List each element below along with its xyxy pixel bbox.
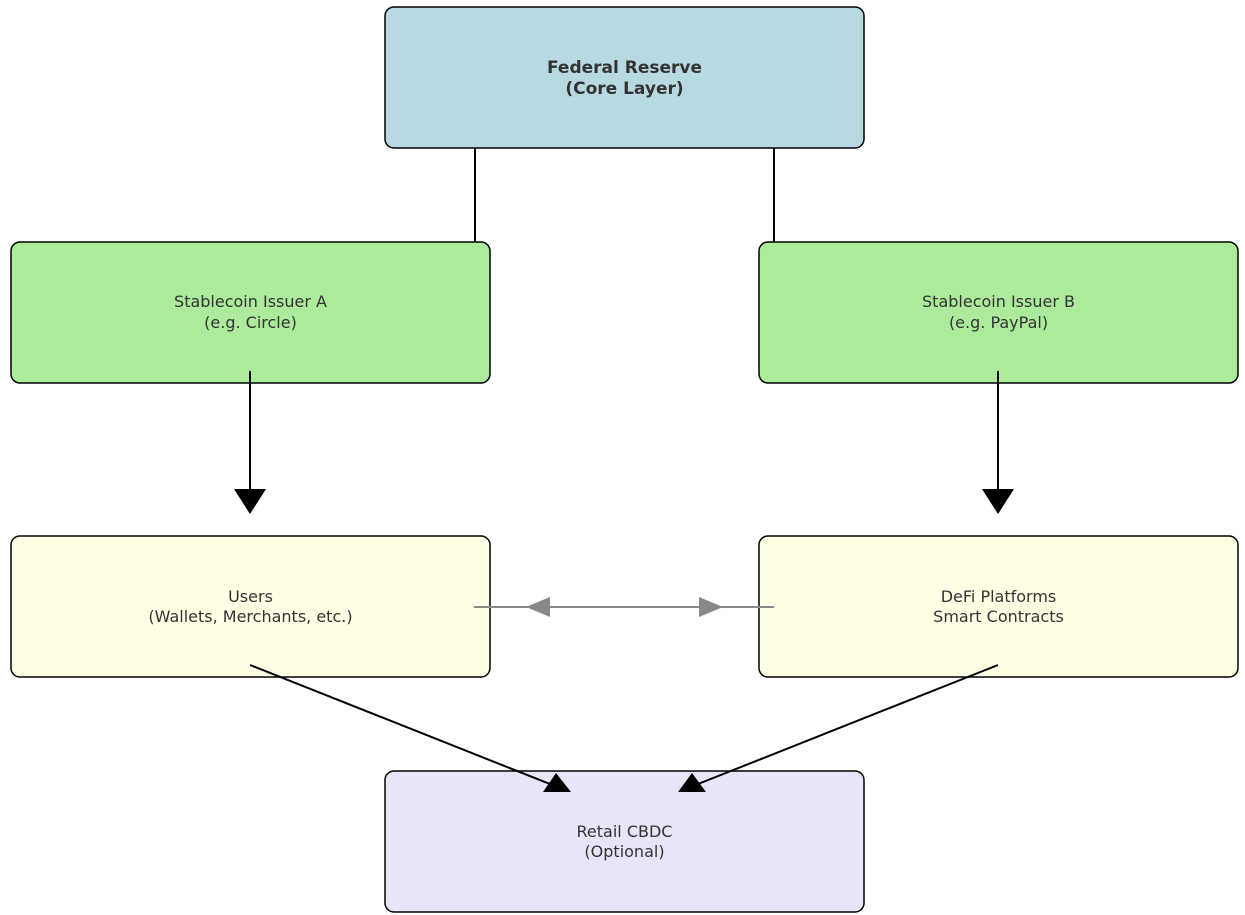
- node-box: [384, 770, 865, 913]
- node-stablecoin-issuer-b: Stablecoin Issuer B (e.g. PayPal): [758, 241, 1239, 384]
- arrowhead-icon: [678, 773, 706, 792]
- edge-users-to-cbdc: [249, 664, 561, 789]
- node-stablecoin-issuer-a: Stablecoin Issuer A (e.g. Circle): [10, 241, 491, 384]
- node-box: [384, 6, 865, 149]
- node-subtitle: (Core Layer): [565, 79, 683, 99]
- edge-defi-to-cbdc: [687, 664, 999, 789]
- node-title: DeFi Platforms: [941, 587, 1057, 606]
- arrows: [234, 371, 1014, 792]
- node-retail-cbdc: Retail CBDC (Optional): [384, 770, 865, 913]
- node-federal-reserve: Federal Reserve (Core Layer): [384, 6, 865, 149]
- connectors: [474, 136, 775, 243]
- node-title: Stablecoin Issuer B: [922, 292, 1075, 311]
- arrowhead-icon: [982, 489, 1014, 514]
- node-title: Stablecoin Issuer A: [174, 292, 327, 311]
- arrowhead-icon: [543, 773, 571, 792]
- node-subtitle: (e.g. Circle): [204, 313, 297, 332]
- node-subtitle: (Optional): [584, 842, 664, 861]
- arrowhead-icon: [234, 489, 266, 514]
- node-defi-platforms: DeFi Platforms Smart Contracts: [758, 535, 1239, 678]
- arrowhead-left-icon: [526, 597, 550, 617]
- node-subtitle: (e.g. PayPal): [949, 313, 1048, 332]
- node-title: Retail CBDC: [577, 822, 673, 841]
- node-title: Users: [228, 587, 273, 606]
- node-users: Users (Wallets, Merchants, etc.): [10, 535, 491, 678]
- node-title: Federal Reserve: [547, 58, 702, 78]
- node-subtitle: (Wallets, Merchants, etc.): [148, 607, 352, 626]
- node-subtitle: Smart Contracts: [933, 607, 1064, 626]
- arrowhead-right-icon: [699, 597, 723, 617]
